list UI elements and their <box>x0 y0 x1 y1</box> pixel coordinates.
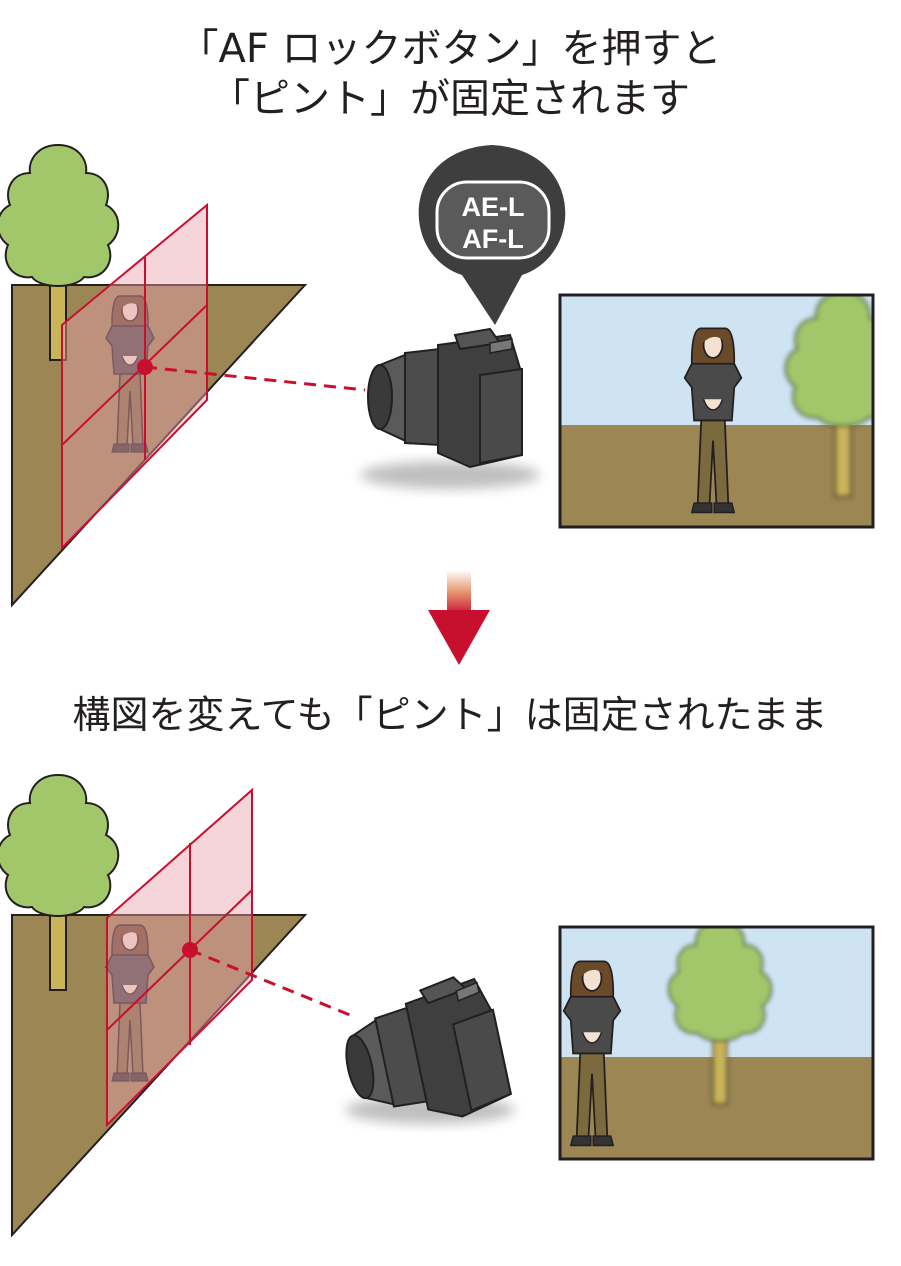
viewfinder-frame-1 <box>558 293 875 529</box>
down-arrow-icon <box>428 570 490 665</box>
button-badge: AE-L AF-L <box>418 145 566 325</box>
heading-line-1: 「AF ロックボタン」を押すと <box>178 26 721 72</box>
viewfinder-frame-2 <box>558 925 875 1161</box>
top-scene: AE-L AF-L <box>0 144 875 608</box>
camera-icon <box>367 328 523 468</box>
focus-plane <box>106 787 253 1128</box>
heading-line-2: 「ピント」が固定されます <box>210 76 690 122</box>
badge-line-1: AE-L <box>462 192 525 222</box>
caption-text: 構図を変えても「ピント」は固定されたまま <box>72 693 827 737</box>
focus-line <box>144 365 366 392</box>
focus-point <box>137 359 153 375</box>
ground-plane <box>11 914 308 1238</box>
bottom-scene <box>0 774 875 1238</box>
focus-point <box>182 942 198 958</box>
badge-line-2: AF-L <box>462 224 523 254</box>
focus-plane <box>61 202 208 551</box>
focus-line <box>189 948 351 1017</box>
ae-af-lock-button <box>435 180 551 260</box>
